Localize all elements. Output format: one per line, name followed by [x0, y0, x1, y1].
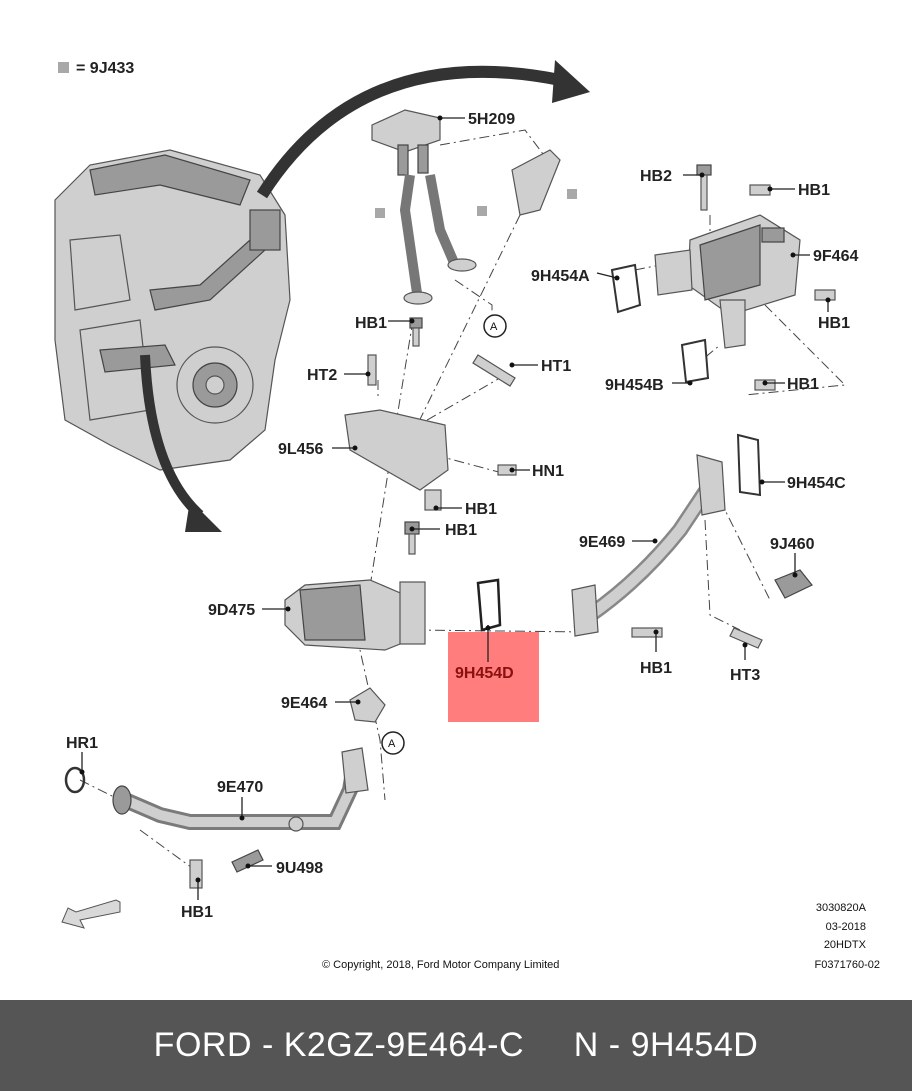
callout-HT2: HT2 — [307, 367, 337, 384]
callout-9U498: 9U498 — [276, 860, 323, 877]
callout-9L456: 9L456 — [278, 441, 323, 458]
callout-HT3: HT3 — [730, 667, 760, 684]
callout-HB2: HB2 — [640, 168, 672, 185]
egr-tube-9E470 — [64, 747, 369, 832]
callout-HB1-b: HB1 — [818, 315, 850, 332]
footer-brand: FORD — [153, 1026, 252, 1064]
callout-HT1: HT1 — [541, 358, 571, 375]
callout-HB1-g: HB1 — [640, 660, 672, 677]
sym-9J433-b — [477, 206, 487, 216]
footer-n-code: 9H454D — [630, 1026, 759, 1064]
legend-text: = 9J433 — [76, 60, 134, 77]
footer-sep-2: - — [598, 1026, 631, 1064]
callout-9F464: 9F464 — [813, 248, 858, 265]
sensor-9U498 — [231, 849, 264, 873]
callout-HN1: HN1 — [532, 463, 564, 480]
bracket-9E464 — [349, 687, 386, 723]
orientation-arrow — [61, 899, 121, 929]
egr-cooler-part — [654, 214, 801, 349]
callout-HB1-e: HB1 — [465, 501, 497, 518]
part-number-footer: FORD - K2GZ-9E464-C N - 9H454D — [0, 1000, 912, 1091]
highlight-box — [448, 632, 539, 722]
highlight-label: 9H454D — [455, 665, 514, 682]
callout-A1: A — [490, 321, 498, 333]
callout-9E464: 9E464 — [281, 695, 327, 712]
doc-code: 3030820A — [816, 902, 867, 914]
bracket-9L456 — [344, 409, 449, 491]
doc-engine: 20HDTX — [824, 939, 867, 951]
callout-HR1: HR1 — [66, 735, 98, 752]
egr-valve-9D475 — [284, 579, 426, 651]
gasket-9H454A — [610, 263, 642, 314]
callout-HB1-f: HB1 — [445, 522, 477, 539]
callout-HB1-d: HB1 — [787, 376, 819, 393]
callout-circle-A1 — [483, 314, 507, 338]
callout-9E470: 9E470 — [217, 779, 263, 796]
exploded-parts-diagram: = 9J433 — [54, 60, 880, 971]
doc-date: 03-2018 — [826, 921, 866, 933]
footer-sep-1: - — [252, 1026, 284, 1064]
callout-HB1-a: HB1 — [798, 182, 830, 199]
curved-arrow-bottom-head — [185, 500, 222, 532]
sym-9J433-a — [375, 208, 385, 218]
callout-9H454A: 9H454A — [531, 268, 590, 285]
curved-arrow-bottom — [140, 354, 204, 519]
callout-HB1-c: HB1 — [355, 315, 387, 332]
callout-5H209: 5H209 — [468, 111, 515, 128]
footer-part-number: K2GZ-9E464-C — [283, 1026, 525, 1064]
curved-arrow-top-head — [552, 60, 590, 103]
sym-9J433-c — [567, 189, 577, 199]
callout-9E469: 9E469 — [579, 534, 625, 551]
callout-HB1-h: HB1 — [181, 904, 213, 921]
fasteners — [189, 164, 836, 889]
curved-arrow-top — [256, 65, 562, 199]
footer-n-label: N — [573, 1026, 599, 1064]
callout-9J460: 9J460 — [770, 536, 815, 553]
callout-circle-A2 — [381, 731, 405, 755]
sensor-9J460 — [774, 569, 813, 599]
legend-swatch — [58, 62, 69, 73]
callout-9D475: 9D475 — [208, 602, 255, 619]
egr-tube-9E469 — [571, 454, 726, 637]
doc-ref: F0371760-02 — [815, 959, 880, 971]
callout-9H454C: 9H454C — [787, 475, 846, 492]
footer-gap — [524, 1026, 574, 1065]
gasket-9H454C — [736, 433, 762, 497]
gasket-9H454D — [476, 578, 502, 632]
gasket-9H454B — [680, 338, 710, 384]
callout-9H454B: 9H454B — [605, 377, 664, 394]
copyright: © Copyright, 2018, Ford Motor Company Li… — [322, 959, 559, 971]
engine-block-illustration — [54, 149, 291, 471]
leader-lines — [79, 115, 831, 900]
callout-A2: A — [388, 738, 396, 750]
pressure-sensor-part — [371, 109, 561, 305]
